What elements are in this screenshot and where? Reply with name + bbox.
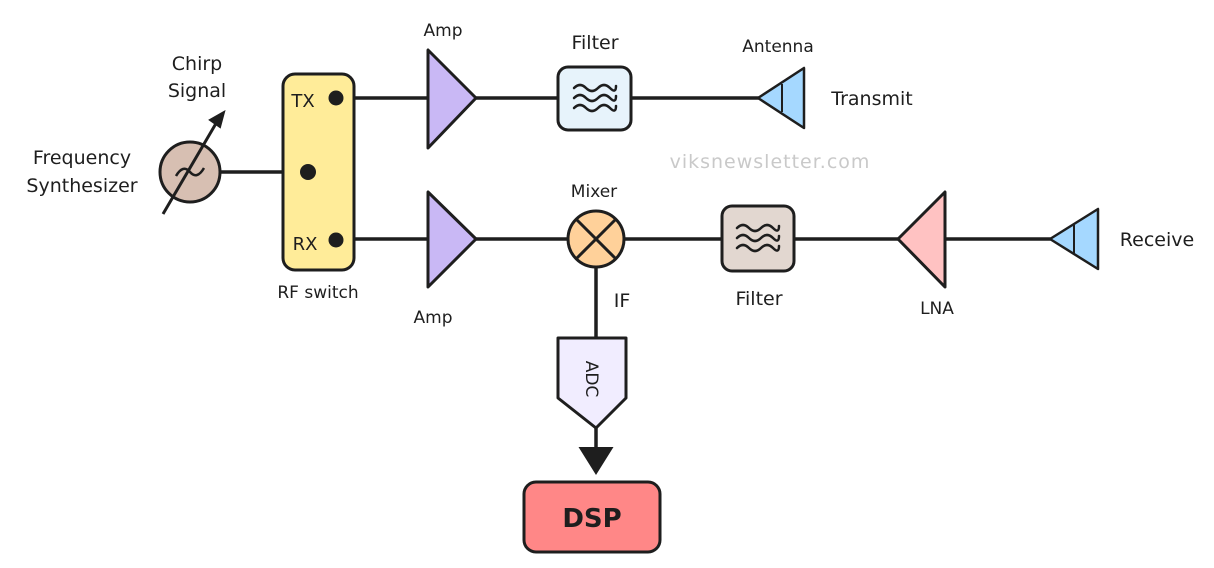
mixer-label: Mixer <box>571 182 617 202</box>
rf-switch-box <box>281 72 356 272</box>
tunable-arrow-icon <box>161 119 220 215</box>
mixer <box>566 209 626 269</box>
rx-filter-wave-1 <box>735 223 781 233</box>
rx-node <box>328 232 344 248</box>
freq-synth-label-2: Synthesizer <box>26 175 137 197</box>
tx-filter-box <box>556 65 633 132</box>
rx-filter-wave-2 <box>735 233 781 243</box>
rx-filter-wave-3 <box>735 243 781 253</box>
rx-filter <box>720 204 796 273</box>
rx-amp-label: Amp <box>414 308 453 328</box>
dsp-label: DSP <box>562 504 621 534</box>
tx-port-label: TX <box>290 91 314 112</box>
watermark: viksnewsletter.com <box>670 151 871 173</box>
sine-wave-icon <box>174 167 206 177</box>
tunable-arrow-head <box>208 109 226 129</box>
lna-label: LNA <box>920 299 954 319</box>
rx-filter-label: Filter <box>735 288 782 310</box>
tx-filter-label: Filter <box>571 32 618 54</box>
common-node <box>300 164 316 180</box>
tx-filter <box>556 65 633 132</box>
adc-label: ADC <box>581 361 601 398</box>
dsp-block <box>522 480 662 554</box>
tx-amplifier <box>426 48 478 150</box>
if-label: IF <box>614 290 631 312</box>
chirp-label-2: Signal <box>168 80 226 102</box>
filter-wave-2 <box>572 93 618 103</box>
rf-switch <box>281 72 356 272</box>
filter-wave-1 <box>572 83 618 93</box>
mixer-cross-2 <box>574 217 618 261</box>
transmit-label: Transmit <box>830 88 912 110</box>
rx-amplifier <box>426 190 478 289</box>
receive-label: Receive <box>1120 229 1194 251</box>
lna-amplifier <box>896 190 947 289</box>
rx-filter-box <box>720 204 796 273</box>
chirp-label-1: Chirp <box>172 53 222 75</box>
tx-node <box>328 90 344 106</box>
adc-block <box>556 336 628 430</box>
rx-port-label: RX <box>293 234 318 255</box>
freq-synth-label-1: Frequency <box>33 147 131 169</box>
tx-amp-label: Amp <box>424 21 463 41</box>
antenna-label: Antenna <box>742 37 814 57</box>
rf-switch-label: RF switch <box>277 283 358 303</box>
frequency-synthesizer <box>158 109 226 215</box>
filter-wave-3 <box>572 103 618 113</box>
